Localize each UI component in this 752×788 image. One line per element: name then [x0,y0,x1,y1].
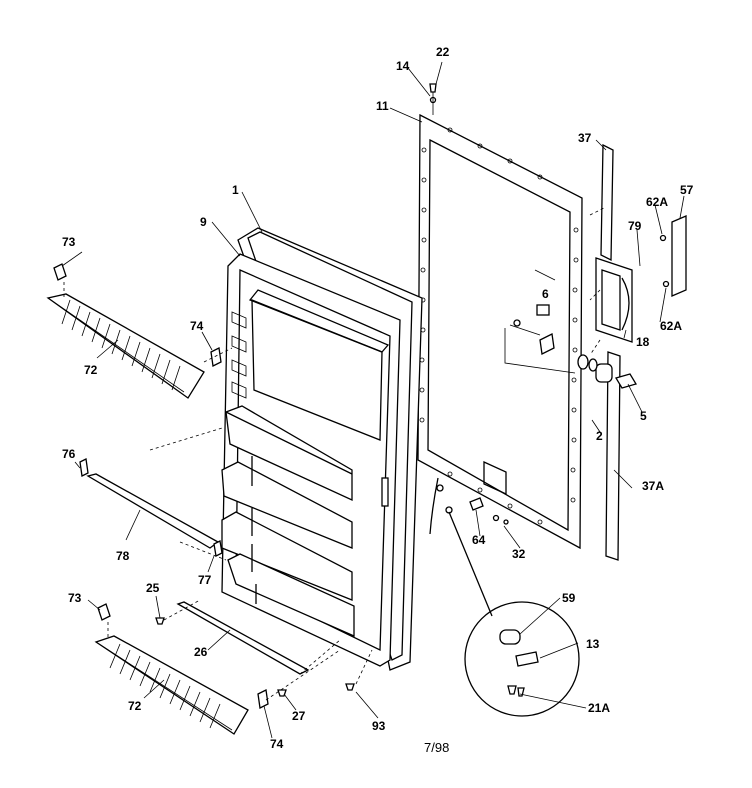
rod-26 [176,601,310,675]
retainer-73-top [53,263,67,281]
shelf-72-bottom [94,635,249,735]
label-26: 26 [194,645,208,659]
label-74-top: 74 [190,319,204,333]
door-shelves [221,405,355,637]
screw-25 [155,617,165,625]
label-76: 76 [62,447,76,461]
label-78: 78 [116,549,130,563]
label-72-top: 72 [84,363,98,377]
footer-date: 7/98 [424,740,449,755]
shelf-72-top [46,293,205,399]
detail-circle [464,601,580,717]
hinge-parts [504,269,576,374]
label-79: 79 [628,219,642,233]
outer-door-panel [417,113,583,550]
label-73-bottom: 73 [68,591,82,605]
retainer-73-bottom [97,603,111,621]
label-11: 11 [376,99,389,113]
label-6: 6 [542,287,549,301]
screw-93 [345,683,355,691]
shelf-bar-78 [79,458,223,557]
label-9: 9 [200,215,207,229]
label-5: 5 [640,409,647,423]
leader-lines [61,61,685,739]
label-73-top: 73 [62,235,76,249]
label-59: 59 [562,591,576,605]
label-2: 2 [596,429,603,443]
label-57: 57 [680,183,694,197]
label-13: 13 [586,637,600,651]
label-14: 14 [396,59,410,73]
projection-lines [63,282,373,701]
door-liner [221,227,423,671]
top-screw [429,83,437,115]
label-18: 18 [636,335,650,349]
handle-assembly [577,143,687,561]
label-32: 32 [512,547,526,561]
retainer-74-bottom [257,689,269,709]
label-25: 25 [146,581,160,595]
bottom-hinge-parts [429,477,509,617]
label-37: 37 [578,131,592,145]
label-1: 1 [232,183,239,197]
label-72-bottom: 72 [128,699,142,713]
label-27: 27 [292,709,306,723]
label-74-bottom: 74 [270,737,284,751]
retainer-74-top [210,347,222,367]
label-64: 64 [472,533,486,547]
label-62a-bottom: 62A [660,319,682,333]
label-37a: 37A [642,479,664,493]
label-21a: 21A [588,701,610,715]
label-62a-top: 62A [646,195,668,209]
label-77: 77 [198,573,212,587]
label-22: 22 [436,45,450,59]
label-93: 93 [372,719,386,733]
